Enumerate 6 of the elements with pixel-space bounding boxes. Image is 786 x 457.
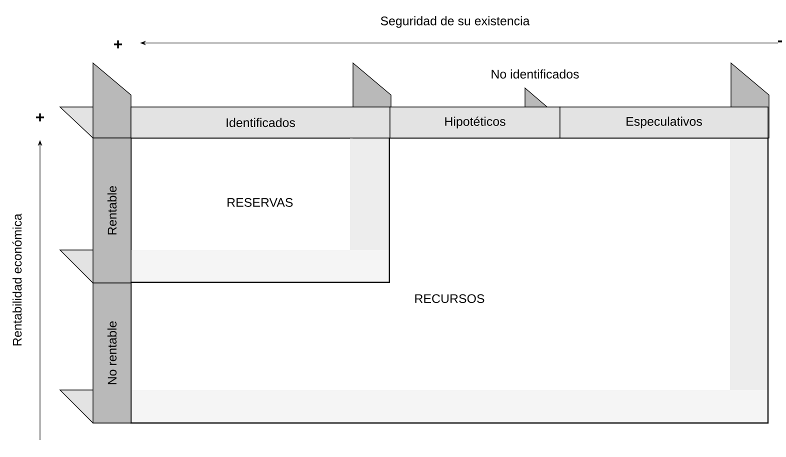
- axis-sign: -: [778, 40, 782, 42]
- axis-title: Seguridad de su existencia: [380, 16, 530, 28]
- resource-box: RESERVAS: [130, 136, 390, 283]
- axis-sign: +: [36, 113, 44, 122]
- axis-title: Rentabilidad económica: [12, 214, 22, 346]
- axis-sign: +: [114, 40, 122, 48]
